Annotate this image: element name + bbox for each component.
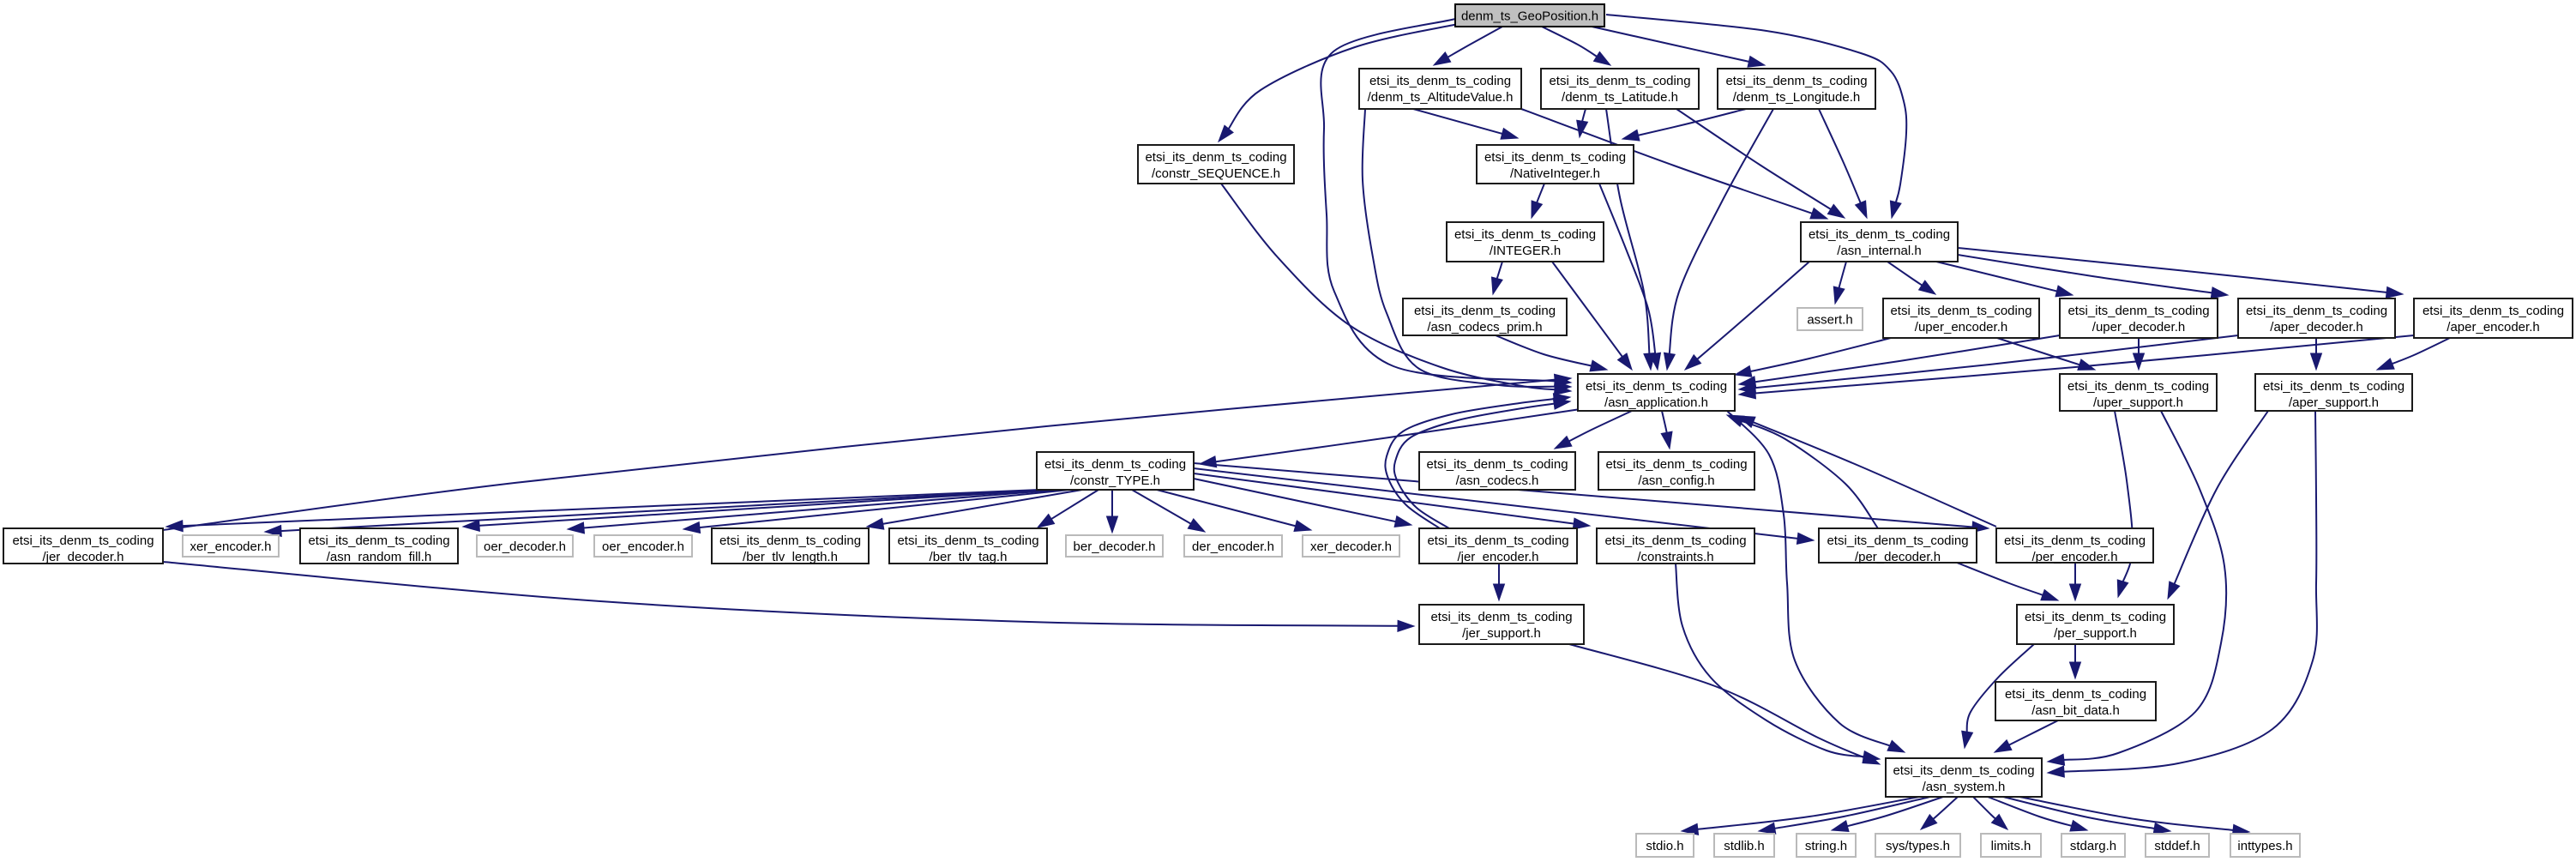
svg-text:/uper_encoder.h: /uper_encoder.h — [1915, 320, 2007, 335]
svg-text:etsi_its_denm_ts_coding: etsi_its_denm_ts_coding — [1454, 227, 1596, 242]
svg-text:string.h: string.h — [1805, 839, 1847, 853]
svg-text:/constraints.h: /constraints.h — [1637, 550, 1713, 564]
svg-text:assert.h: assert.h — [1807, 313, 1852, 328]
svg-text:/uper_support.h: /uper_support.h — [2093, 395, 2183, 410]
svg-text:stddef.h: stddef.h — [2154, 839, 2200, 853]
svg-text:/INTEGER.h: /INTEGER.h — [1490, 244, 1561, 258]
svg-text:/asn_codecs.h: /asn_codecs.h — [1456, 473, 1539, 488]
svg-text:stdlib.h: stdlib.h — [1724, 839, 1765, 853]
svg-text:/constr_TYPE.h: /constr_TYPE.h — [1070, 473, 1160, 488]
svg-text:etsi_its_denm_ts_coding: etsi_its_denm_ts_coding — [12, 533, 153, 548]
svg-text:/constr_SEQUENCE.h: /constr_SEQUENCE.h — [1152, 166, 1280, 181]
svg-text:etsi_its_denm_ts_coding: etsi_its_denm_ts_coding — [1484, 150, 1626, 165]
svg-text:/asn_bit_data.h: /asn_bit_data.h — [2031, 703, 2120, 718]
svg-text:/jer_encoder.h: /jer_encoder.h — [1457, 550, 1538, 564]
svg-text:etsi_its_denm_ts_coding: etsi_its_denm_ts_coding — [2067, 379, 2209, 394]
svg-text:etsi_its_denm_ts_coding: etsi_its_denm_ts_coding — [1605, 457, 1747, 472]
svg-text:xer_encoder.h: xer_encoder.h — [190, 540, 271, 554]
svg-text:etsi_its_denm_ts_coding: etsi_its_denm_ts_coding — [2025, 610, 2166, 624]
svg-text:/asn_random_fill.h: /asn_random_fill.h — [327, 550, 432, 564]
svg-text:sys/types.h: sys/types.h — [1886, 839, 1950, 853]
svg-text:etsi_its_denm_ts_coding: etsi_its_denm_ts_coding — [308, 533, 449, 548]
svg-text:/ber_tlv_tag.h: /ber_tlv_tag.h — [930, 550, 1008, 564]
svg-text:ber_decoder.h: ber_decoder.h — [1074, 540, 1156, 554]
svg-text:etsi_its_denm_ts_coding: etsi_its_denm_ts_coding — [1044, 457, 1186, 472]
svg-text:/jer_support.h: /jer_support.h — [1462, 626, 1541, 641]
svg-text:etsi_its_denm_ts_coding: etsi_its_denm_ts_coding — [1549, 74, 1690, 88]
svg-text:etsi_its_denm_ts_coding: etsi_its_denm_ts_coding — [1414, 304, 1556, 318]
svg-text:/asn_application.h: /asn_application.h — [1604, 395, 1708, 410]
svg-text:/asn_codecs_prim.h: /asn_codecs_prim.h — [1427, 320, 1542, 335]
svg-text:/asn_internal.h: /asn_internal.h — [1837, 244, 1921, 258]
svg-text:/per_support.h: /per_support.h — [2054, 626, 2137, 641]
svg-text:xer_decoder.h: xer_decoder.h — [1310, 540, 1392, 554]
svg-text:etsi_its_denm_ts_coding: etsi_its_denm_ts_coding — [1893, 763, 2034, 778]
svg-text:/ber_tlv_length.h: /ber_tlv_length.h — [743, 550, 838, 564]
svg-text:etsi_its_denm_ts_coding: etsi_its_denm_ts_coding — [2423, 304, 2564, 318]
svg-text:/aper_decoder.h: /aper_decoder.h — [2270, 320, 2362, 335]
svg-text:etsi_its_denm_ts_coding: etsi_its_denm_ts_coding — [1604, 533, 1746, 548]
svg-text:/denm_ts_AltitudeValue.h: /denm_ts_AltitudeValue.h — [1368, 90, 1514, 105]
svg-text:stdio.h: stdio.h — [1646, 839, 1683, 853]
svg-text:der_encoder.h: der_encoder.h — [1192, 540, 1274, 554]
svg-text:/asn_config.h: /asn_config.h — [1638, 473, 1714, 488]
svg-text:etsi_its_denm_ts_coding: etsi_its_denm_ts_coding — [1725, 74, 1867, 88]
svg-text:etsi_its_denm_ts_coding: etsi_its_denm_ts_coding — [897, 533, 1038, 548]
svg-text:oer_encoder.h: oer_encoder.h — [602, 540, 684, 554]
svg-text:etsi_its_denm_ts_coding: etsi_its_denm_ts_coding — [719, 533, 861, 548]
svg-text:limits.h: limits.h — [1991, 839, 2031, 853]
svg-text:/NativeInteger.h: /NativeInteger.h — [1510, 166, 1600, 181]
svg-text:etsi_its_denm_ts_coding: etsi_its_denm_ts_coding — [1427, 533, 1568, 548]
svg-text:/aper_support.h: /aper_support.h — [2289, 395, 2379, 410]
svg-text:/per_decoder.h: /per_decoder.h — [1855, 550, 1941, 564]
svg-text:etsi_its_denm_ts_coding: etsi_its_denm_ts_coding — [1827, 533, 1968, 548]
svg-text:/jer_decoder.h: /jer_decoder.h — [42, 550, 123, 564]
svg-text:inttypes.h: inttypes.h — [2237, 839, 2292, 853]
svg-text:etsi_its_denm_ts_coding: etsi_its_denm_ts_coding — [2067, 304, 2209, 318]
svg-text:denm_ts_GeoPosition.h: denm_ts_GeoPosition.h — [1461, 9, 1598, 24]
svg-text:etsi_its_denm_ts_coding: etsi_its_denm_ts_coding — [1369, 74, 1511, 88]
svg-text:etsi_its_denm_ts_coding: etsi_its_denm_ts_coding — [2005, 687, 2146, 702]
svg-text:/uper_decoder.h: /uper_decoder.h — [2092, 320, 2185, 335]
svg-text:/per_encoder.h: /per_encoder.h — [2031, 550, 2117, 564]
svg-text:etsi_its_denm_ts_coding: etsi_its_denm_ts_coding — [2263, 379, 2404, 394]
svg-text:etsi_its_denm_ts_coding: etsi_its_denm_ts_coding — [1145, 150, 1286, 165]
svg-text:/asn_system.h: /asn_system.h — [1923, 780, 2006, 794]
svg-text:/aper_encoder.h: /aper_encoder.h — [2447, 320, 2539, 335]
svg-text:etsi_its_denm_ts_coding: etsi_its_denm_ts_coding — [1809, 227, 1950, 242]
svg-text:etsi_its_denm_ts_coding: etsi_its_denm_ts_coding — [2246, 304, 2387, 318]
svg-text:etsi_its_denm_ts_coding: etsi_its_denm_ts_coding — [1586, 379, 1727, 394]
svg-text:stdarg.h: stdarg.h — [2070, 839, 2116, 853]
svg-text:etsi_its_denm_ts_coding: etsi_its_denm_ts_coding — [1426, 457, 1568, 472]
svg-text:etsi_its_denm_ts_coding: etsi_its_denm_ts_coding — [2004, 533, 2146, 548]
svg-text:/denm_ts_Longitude.h: /denm_ts_Longitude.h — [1733, 90, 1860, 105]
svg-text:etsi_its_denm_ts_coding: etsi_its_denm_ts_coding — [1430, 610, 1572, 624]
svg-text:etsi_its_denm_ts_coding: etsi_its_denm_ts_coding — [1890, 304, 2031, 318]
svg-text:oer_decoder.h: oer_decoder.h — [484, 540, 566, 554]
svg-text:/denm_ts_Latitude.h: /denm_ts_Latitude.h — [1562, 90, 1678, 105]
